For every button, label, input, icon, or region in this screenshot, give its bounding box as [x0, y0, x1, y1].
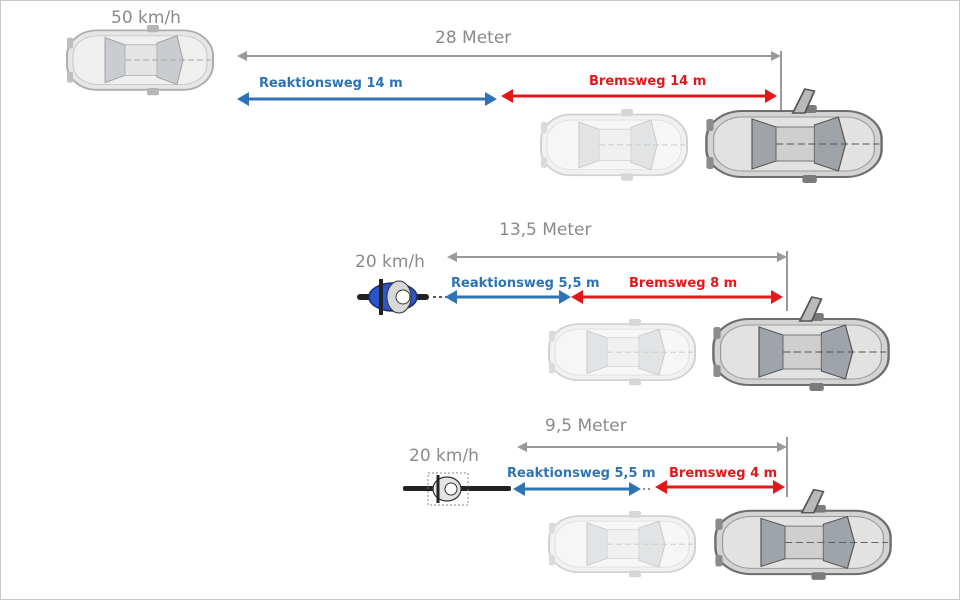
parked-car-door-open [706, 89, 881, 183]
ghost-car [548, 510, 696, 579]
measure-line-total [237, 51, 782, 113]
parked-car-door-open [713, 297, 888, 391]
braking-distance-label: Bremsweg 14 m [589, 74, 706, 89]
braking-arrow [571, 290, 783, 304]
speed-label: 20 km/h [409, 446, 479, 466]
car-approaching [66, 24, 214, 97]
reaction-arrow [237, 92, 497, 106]
reaction-arrow [513, 482, 653, 496]
measure-line-total [517, 437, 788, 497]
measure-line-total [447, 251, 788, 311]
parked-car-door-open [715, 490, 890, 580]
braking-arrow [501, 89, 777, 103]
total-distance-label: 13,5 Meter [499, 220, 592, 240]
speed-label: 50 km/h [111, 8, 181, 28]
reaction-distance-label: Reaktionsweg 5,5 m [507, 466, 656, 481]
ghost-car [540, 108, 688, 182]
scene-3: 9,5 Meter 20 km/h Reaktionsweg 5,5 m [403, 416, 891, 580]
reaction-arrow [445, 290, 571, 304]
motorcycle [357, 279, 447, 315]
total-distance-label: 9,5 Meter [545, 416, 627, 436]
reaction-distance-label: Reaktionsweg 5,5 m [451, 276, 600, 291]
braking-arrow [655, 480, 785, 494]
braking-distance-label: Bremsweg 8 m [629, 276, 737, 291]
ghost-car [548, 318, 696, 387]
scene-2: 13,5 Meter 20 km/h Reaktionsweg 5,5 m [355, 220, 889, 391]
total-distance-label: 28 Meter [435, 28, 511, 48]
reaction-distance-label: Reaktionsweg 14 m [259, 76, 403, 91]
scene-1: 50 km/h 28 Meter Reaktionsweg 14 m Brems… [66, 8, 882, 183]
braking-distance-label: Bremsweg 4 m [669, 466, 777, 481]
speed-label: 20 km/h [355, 252, 425, 272]
bicycle [403, 472, 511, 506]
